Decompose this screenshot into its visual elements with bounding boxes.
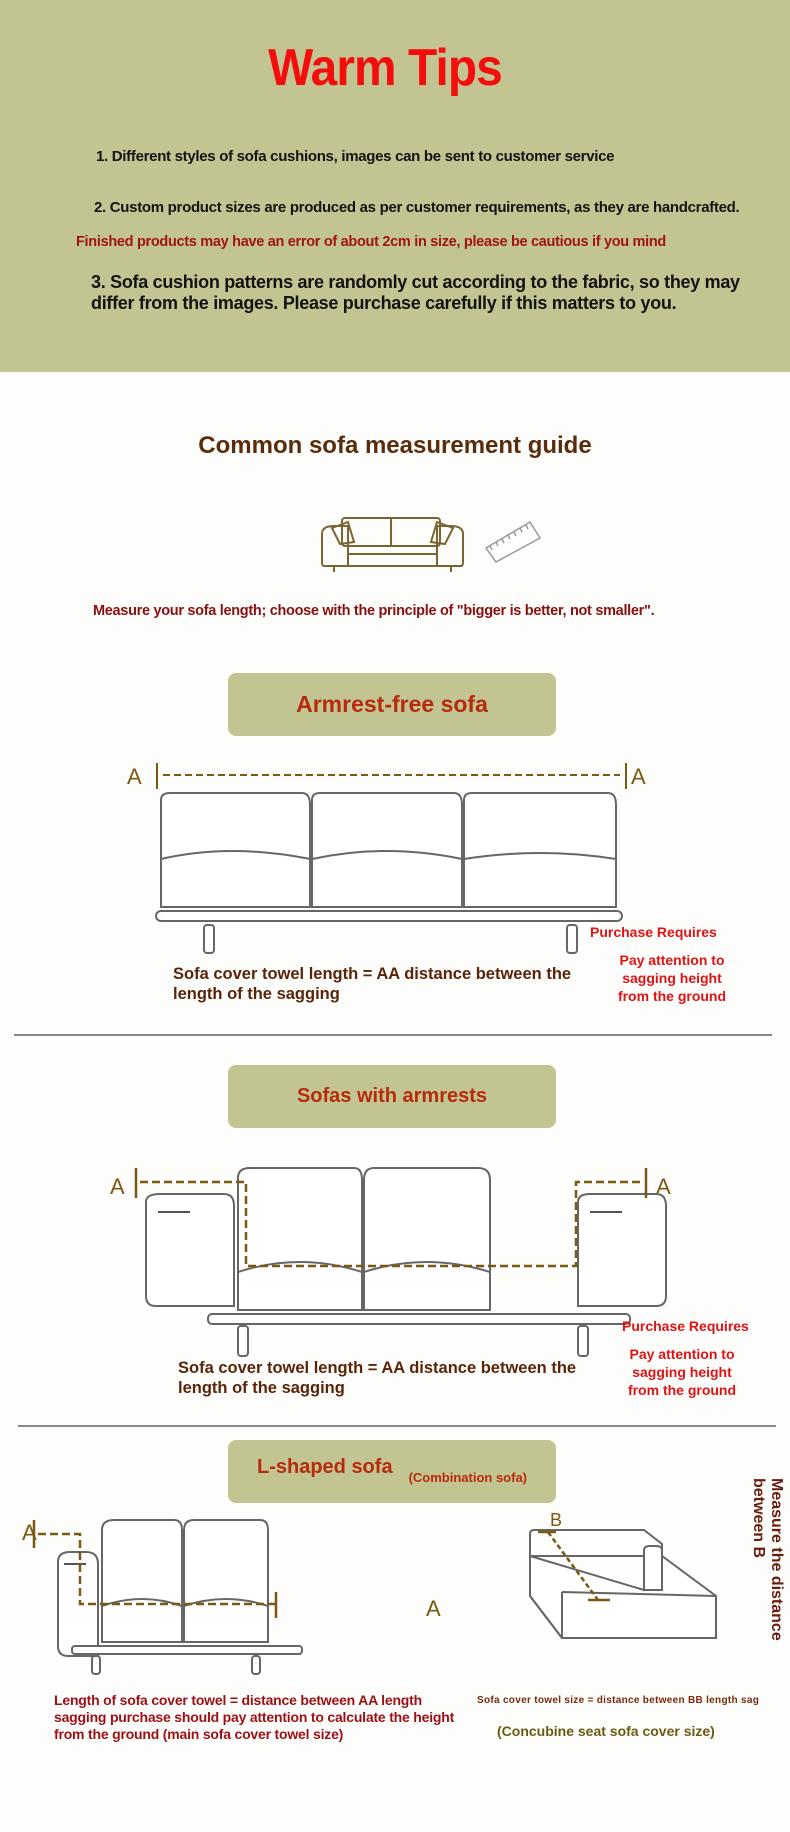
section-heading-l-shaped: L-shaped sofa (Combination sofa) [228,1440,556,1503]
marker-a-right: A [426,1596,441,1621]
marker-a-left: A [110,1174,125,1199]
tip-1: 1. Different styles of sofa cushions, im… [96,148,615,165]
section-heading-label: Armrest-free sofa [296,691,488,717]
marker-a-left: A [127,764,142,789]
sagging-height-note: Pay attention to sagging height from the… [617,952,727,1004]
section-subheading: (Combination sofa) [408,1470,527,1485]
marker-a-right: A [656,1174,671,1199]
l-shaped-main-sofa-diagram: A A [22,1519,441,1675]
armrest-sofa-diagram: A A [110,1167,671,1357]
tip-3: 3. Sofa cushion patterns are randomly cu… [91,272,740,313]
marker-b-top: B [550,1510,562,1530]
purchase-requires-label: Purchase Requires [622,1318,749,1334]
purchase-requires-label: Purchase Requires [590,924,717,940]
section-divider [14,1034,772,1036]
armrest-free-sofa-diagram: A A [127,763,646,954]
section-divider [18,1425,776,1427]
l-shaped-main-note: Length of sofa cover towel = distance be… [54,1692,455,1742]
section-heading-label: L-shaped sofa [256,1456,393,1478]
marker-a-right: A [631,764,646,789]
chaise-bb-note: Sofa cover towel size = distance between… [477,1695,760,1706]
size-error-warning: Finished products may have an error of a… [76,234,666,250]
sagging-height-note: Pay attention to sagging height from the… [627,1346,737,1398]
ruler-icon [484,520,542,563]
guide-note: Measure your sofa length; choose with th… [93,603,655,619]
section-heading-with-armrests: Sofas with armrests [228,1065,556,1128]
formula-armrest-free: Sofa cover towel length = AA distance be… [173,965,572,1003]
measure-between-b-vertical-label: Measure the distance between B [750,1478,785,1641]
section-heading-armrest-free: Armrest-free sofa [228,673,556,736]
warm-tips-title: Warm Tips [268,39,503,97]
warm-tips-banner [0,0,790,372]
concubine-seat-note: (Concubine seat sofa cover size) [497,1723,715,1739]
section-heading-label: Sofas with armrests [296,1085,488,1107]
chaise-sofa-diagram: B B [529,1510,717,1639]
sofa-icon [321,517,464,572]
tip-2: 2. Custom product sizes are produced as … [94,199,740,216]
measurement-guide-title: Common sofa measurement guide [198,432,592,459]
formula-with-armrests: Sofa cover towel length = AA distance be… [178,1359,577,1397]
